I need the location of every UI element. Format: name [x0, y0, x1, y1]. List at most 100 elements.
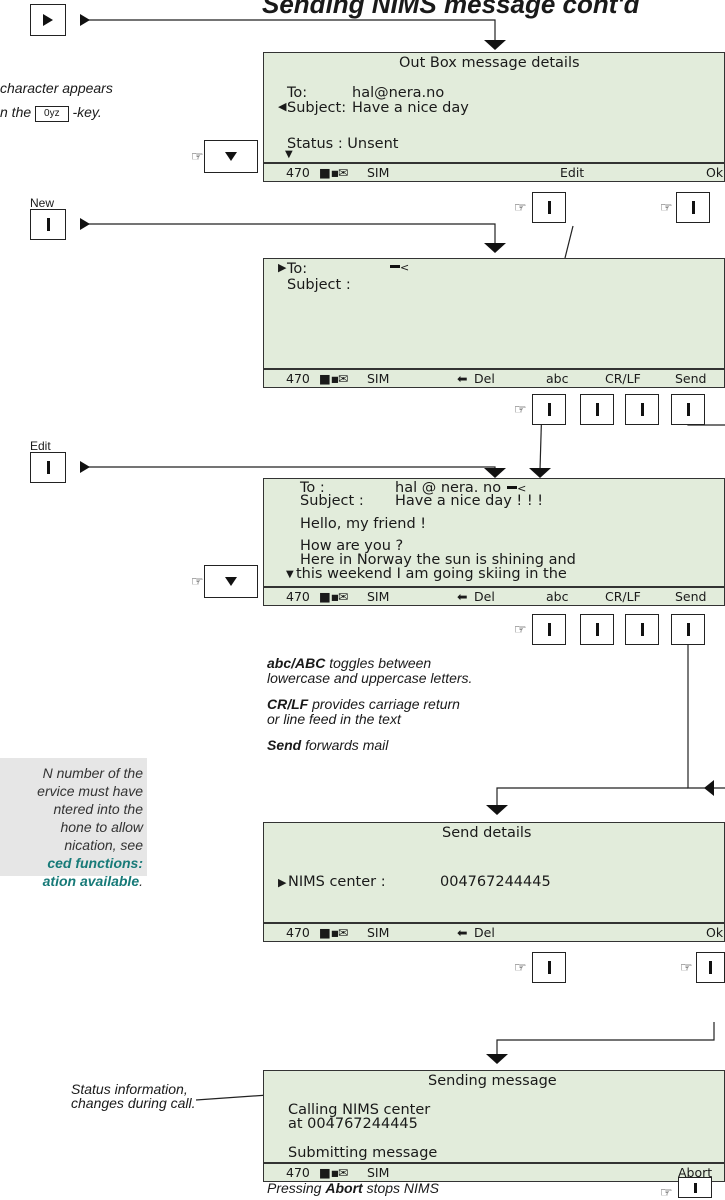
note-line-5: nication, see — [64, 837, 143, 853]
subject-label: Subject : — [287, 277, 351, 293]
body-line-2: How are you ? — [300, 538, 404, 554]
softkey-abc-label: abc — [546, 589, 569, 604]
status-bar: 470 ■▪ ✉ SIM Abort — [264, 1162, 724, 1181]
softkey-crlf[interactable] — [625, 614, 659, 645]
status-number: 470 — [286, 925, 310, 940]
pointing-hand-icon: ☞ — [514, 959, 527, 975]
note-line-3: ntered into the — [53, 801, 143, 817]
pointing-hand-icon: ☞ — [191, 148, 204, 164]
screen-title: Out Box message details — [399, 55, 580, 71]
body-line-3: Here in Norway the sun is shining and — [300, 552, 576, 568]
calling-line-2: at 004767244445 — [288, 1116, 418, 1132]
softkey-edit-left[interactable] — [30, 452, 66, 483]
battery-icon: ■▪ — [319, 165, 340, 180]
sim-label: SIM — [367, 371, 390, 386]
softkey-abort-label: Abort — [678, 1165, 713, 1180]
note-line-4: hone to allow — [60, 819, 143, 835]
down-arrow-icon — [225, 577, 237, 586]
softkey-del[interactable] — [532, 394, 566, 425]
scroll-down-icon: ▼ — [286, 569, 294, 580]
status-note-1: Status information, — [71, 1081, 188, 1097]
page-title: Sending NIMS message cont'd — [262, 0, 640, 19]
softkey-send-label: Send — [675, 589, 707, 604]
right-arrow-key[interactable] — [30, 4, 66, 36]
backspace-arrow-icon: ⬅ — [457, 371, 468, 386]
sim-label: SIM — [367, 925, 390, 940]
new-label: New — [30, 196, 55, 210]
status-text: Status : Unsent — [287, 136, 399, 152]
softkey-del[interactable] — [532, 952, 566, 983]
down-arrow-icon — [225, 152, 237, 161]
envelope-icon: ✉ — [338, 371, 349, 386]
battery-icon: ■▪ — [319, 589, 340, 604]
softkey-crlf-label: CR/LF — [605, 589, 641, 604]
envelope-icon: ✉ — [338, 589, 349, 604]
pointing-hand-icon: ☞ — [680, 959, 693, 975]
subject-label: Subject: — [287, 100, 347, 116]
pointing-hand-icon: ☞ — [660, 199, 673, 215]
softkey-crlf-label: CR/LF — [605, 371, 641, 386]
note-line-2: ervice must have — [37, 783, 143, 799]
help-abc-2: lowercase and uppercase letters. — [267, 670, 473, 686]
softkey-edit[interactable] — [532, 192, 566, 223]
note-box: N number of the ervice must have ntered … — [0, 758, 147, 889]
softkey-ok-label: Ok — [706, 925, 724, 940]
subject-value: Have a nice day ! ! ! — [395, 493, 544, 509]
help-crlf-2: or line feed in the text — [267, 711, 401, 727]
subject-label: Subject : — [300, 493, 364, 509]
pointing-hand-icon: ☞ — [191, 573, 204, 589]
screen-send-details: Send details ▶ NIMS center : 00476724444… — [263, 822, 725, 942]
status-number: 470 — [286, 165, 310, 180]
softkey-crlf[interactable] — [625, 394, 659, 425]
screen-title: Sending message — [428, 1073, 557, 1089]
help-abc: abc/ABC toggles between — [267, 655, 432, 671]
status-bar: 470 ■▪ ✉ SIM ⬅ Del Ok — [264, 922, 724, 941]
note-link-2[interactable]: ation available. — [42, 873, 143, 889]
softkey-send[interactable] — [671, 394, 705, 425]
nims-center-label: NIMS center : — [288, 874, 386, 890]
softkey-abc-label: abc — [546, 371, 569, 386]
nims-center-value: 004767244445 — [440, 874, 551, 890]
abort-note: Pressing Abort stops NIMS — [267, 1180, 439, 1196]
backspace-arrow-icon: ⬅ — [457, 925, 468, 940]
subject-value: Have a nice day — [352, 100, 469, 116]
softkey-abc[interactable] — [580, 614, 614, 645]
right-arrow-icon — [43, 14, 53, 26]
calling-line-1: Calling NIMS center — [288, 1102, 431, 1118]
down-arrow-key[interactable] — [204, 565, 258, 598]
softkey-del-label: Del — [474, 589, 495, 604]
softkey-abort[interactable] — [678, 1177, 712, 1198]
down-arrow-key[interactable] — [204, 140, 258, 173]
pointing-hand-icon: ☞ — [514, 621, 527, 637]
edit-label: Edit — [30, 439, 51, 453]
softkey-send[interactable] — [671, 614, 705, 645]
softkey-edit-label: Edit — [560, 165, 585, 180]
submitting-status: Submitting message — [288, 1145, 438, 1161]
screen-sending-message: Sending message Calling NIMS center at 0… — [263, 1070, 725, 1182]
softkey-ok[interactable] — [676, 192, 710, 223]
status-number: 470 — [286, 589, 310, 604]
softkey-ok[interactable] — [696, 952, 725, 983]
to-label: To: — [287, 85, 308, 101]
note-link-1[interactable]: ced functions: — [47, 855, 143, 871]
screen-title: Send details — [442, 825, 532, 841]
battery-icon: ■▪ — [319, 925, 340, 940]
sim-label: SIM — [367, 589, 390, 604]
help-crlf: CR/LF provides carriage return — [267, 696, 460, 712]
softkey-del-label: Del — [474, 371, 495, 386]
key-0yz-icon: 0yz — [35, 106, 69, 122]
battery-icon: ■▪ — [319, 371, 340, 386]
scroll-down-icon: ▼ — [285, 149, 293, 160]
softkey-del[interactable] — [532, 614, 566, 645]
softkey-abc[interactable] — [580, 394, 614, 425]
text-cursor-icon: < — [384, 259, 409, 275]
status-number: 470 — [286, 371, 310, 386]
status-note-2: changes during call. — [71, 1095, 196, 1111]
battery-icon: ■▪ — [319, 1165, 340, 1180]
intro-line-1: character appears — [0, 80, 113, 96]
to-label: To: — [287, 261, 308, 277]
status-bar: 470 ■▪ ✉ SIM ⬅ Del abc CR/LF Send — [264, 586, 724, 605]
envelope-icon: ✉ — [338, 1165, 349, 1180]
screen-edit-message: To : hal @ nera. no< Subject : Have a ni… — [263, 478, 725, 606]
softkey-new[interactable] — [30, 209, 66, 240]
